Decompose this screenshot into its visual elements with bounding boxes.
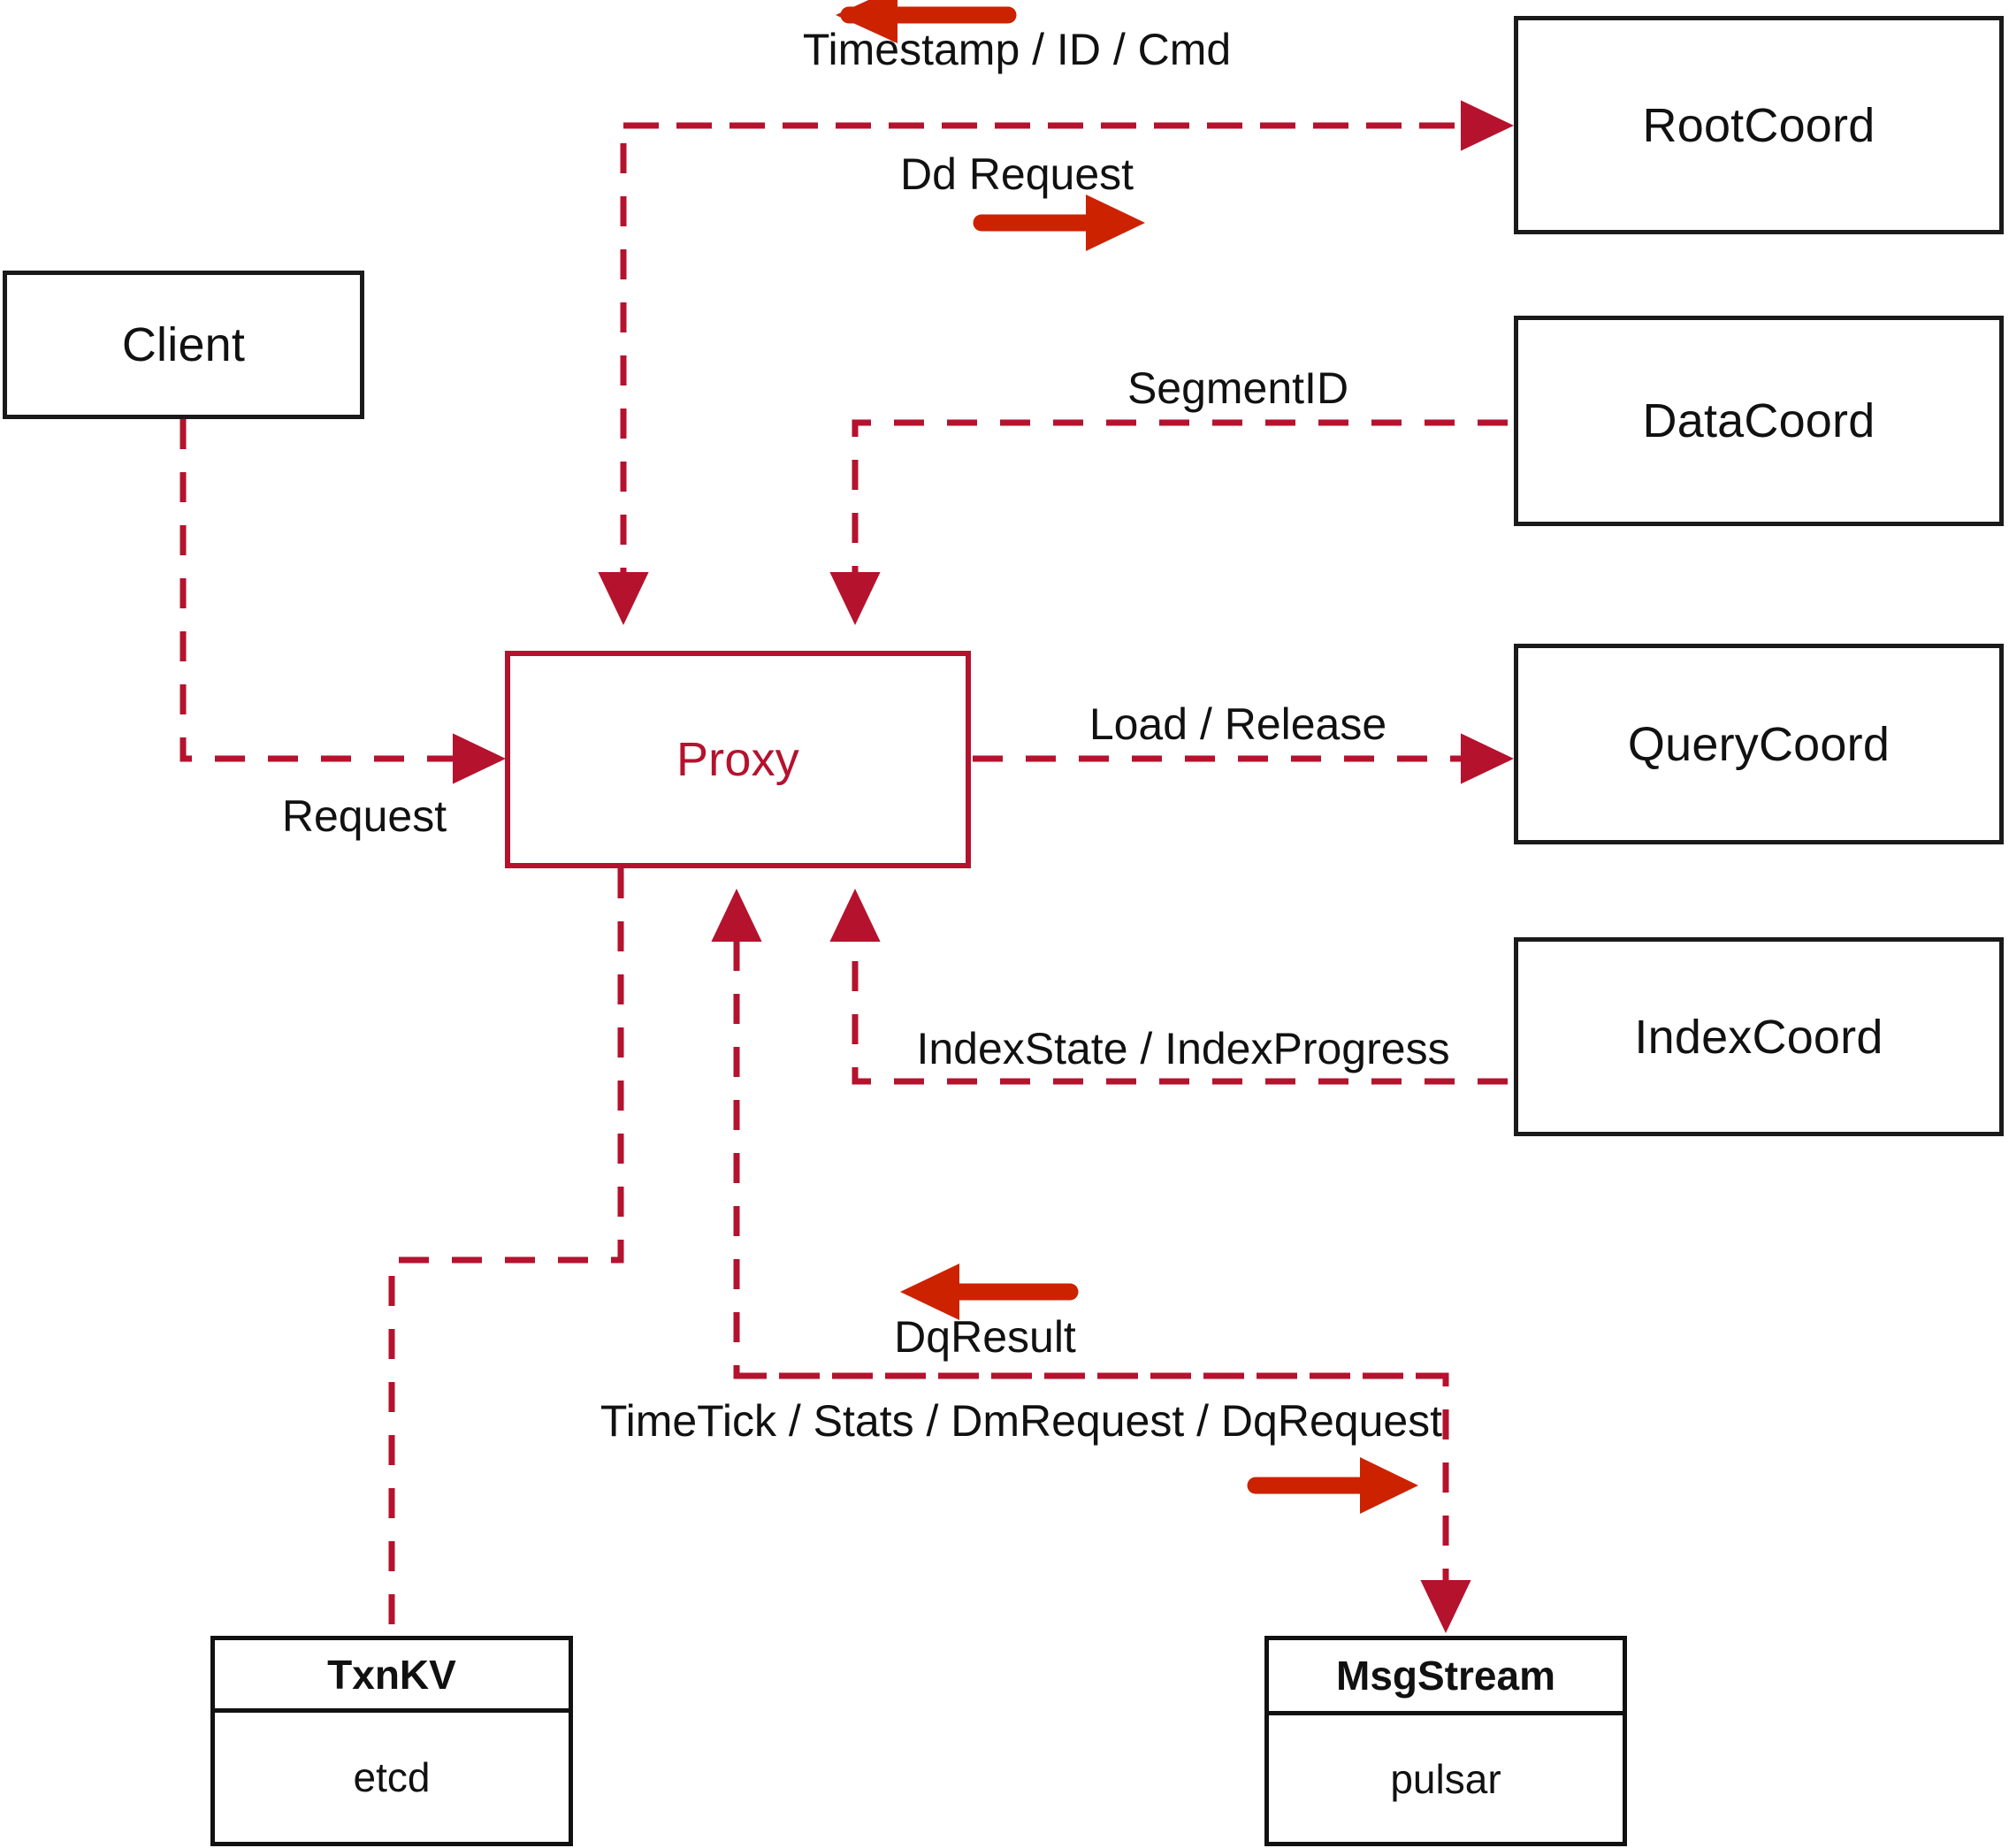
node-txnkv-body: etcd bbox=[353, 1754, 431, 1800]
edge-label-request: Request bbox=[281, 791, 447, 841]
node-rootcoord-label: RootCoord bbox=[1642, 98, 1875, 152]
edge-label-index-state-progress: IndexState / IndexProgress bbox=[916, 1024, 1450, 1073]
node-client[interactable]: Client bbox=[3, 271, 364, 419]
edge-index-state-progress bbox=[829, 888, 1508, 1085]
emphasis-arrow-dqresult-left bbox=[900, 1264, 1079, 1320]
edge-label-dq-result: DqResult bbox=[894, 1312, 1076, 1362]
node-proxy-label: Proxy bbox=[676, 733, 800, 786]
emphasis-arrow-timetick-right bbox=[1247, 1457, 1418, 1514]
edge-request bbox=[180, 419, 507, 784]
node-indexcoord-label: IndexCoord bbox=[1634, 1010, 1883, 1064]
edge-label-dd-request: Dd Request bbox=[899, 149, 1134, 199]
node-txnkv-header: TxnKV bbox=[215, 1640, 569, 1713]
node-client-label: Client bbox=[121, 318, 246, 371]
edge-label-segment-id: SegmentID bbox=[1127, 363, 1349, 413]
edge-segment-id bbox=[829, 419, 1508, 626]
emphasis-arrow-dd-request-right bbox=[973, 195, 1145, 251]
edge-label-timestamp-id-cmd: Timestamp / ID / Cmd bbox=[802, 25, 1232, 74]
node-msgstream-header: MsgStream bbox=[1269, 1640, 1623, 1715]
edge-label-load-release: Load / Release bbox=[1089, 699, 1387, 749]
node-txnkv[interactable]: TxnKV etcd bbox=[210, 1636, 573, 1846]
node-datacoord[interactable]: DataCoord bbox=[1514, 316, 2004, 526]
edge-txnkv bbox=[388, 868, 624, 1636]
node-msgstream[interactable]: MsgStream pulsar bbox=[1264, 1636, 1627, 1846]
edge-msgstream-loop bbox=[711, 888, 1471, 1634]
node-msgstream-body: pulsar bbox=[1390, 1755, 1501, 1802]
node-proxy[interactable]: Proxy bbox=[505, 651, 971, 868]
node-rootcoord[interactable]: RootCoord bbox=[1514, 16, 2004, 234]
node-querycoord-label: QueryCoord bbox=[1627, 717, 1891, 771]
node-datacoord-label: DataCoord bbox=[1642, 394, 1875, 447]
node-indexcoord[interactable]: IndexCoord bbox=[1514, 937, 2004, 1136]
edge-label-timetick-stats: TimeTick / Stats / DmRequest / DqRequest bbox=[600, 1396, 1443, 1446]
emphasis-arrow-timestamp-left bbox=[836, 0, 1017, 43]
node-querycoord[interactable]: QueryCoord bbox=[1514, 644, 2004, 844]
